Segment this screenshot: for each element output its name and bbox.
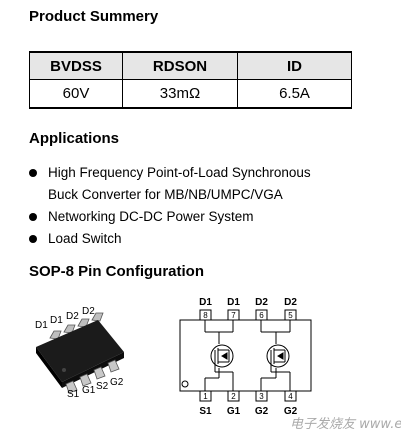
pin-number: 1: [203, 392, 208, 401]
pin-number: 7: [231, 311, 236, 320]
header-rdson: RDSON: [122, 51, 238, 80]
table-row: 60V 33mΩ 6.5A: [29, 79, 352, 109]
package-label: D1: [35, 320, 48, 331]
pin-labels: D1 D1 D2 D2 S1 G1 G2 G2: [199, 297, 298, 417]
package-label: S1: [67, 389, 80, 400]
pin-label: D2: [284, 297, 297, 308]
pin-label: G2: [255, 406, 269, 417]
watermark: 电子发烧友 www.elecfans.com: [290, 417, 401, 432]
package-label: D1: [50, 315, 63, 326]
pin-number: 8: [203, 311, 208, 320]
pin-number: 3: [259, 392, 264, 401]
package-label: D2: [66, 311, 79, 322]
package-label: G2: [110, 377, 124, 388]
pin-numbers: 8 7 6 5 1 2 3 4: [203, 311, 293, 401]
applications-title: Applications: [29, 130, 120, 147]
package-bottom-labels: S1 G1 S2 G2: [67, 377, 124, 400]
package-label: G1: [82, 385, 96, 396]
bullet-icon: [29, 235, 37, 243]
package-label: S2: [96, 381, 109, 392]
value-rdson: 33mΩ: [122, 79, 238, 109]
pin-number: 5: [288, 311, 293, 320]
list-item: Networking DC-DC Power System: [29, 206, 311, 228]
header-bvdss: BVDSS: [29, 51, 123, 80]
pin-number: 2: [231, 392, 236, 401]
bullet-icon: [29, 213, 37, 221]
list-item: Load Switch: [29, 228, 311, 250]
pin-label: D1: [199, 297, 212, 308]
applications-list: High Frequency Point-of-Load Synchronous…: [29, 162, 311, 250]
value-id: 6.5A: [237, 79, 352, 109]
table-header-row: BVDSS RDSON ID: [29, 51, 352, 80]
pin-label: G1: [227, 406, 241, 417]
pin-number: 6: [259, 311, 264, 320]
pin-label: G2: [284, 406, 298, 417]
summary-table: BVDSS RDSON ID 60V 33mΩ 6.5A: [29, 51, 352, 109]
list-item: Buck Converter for MB/NB/UMPC/VGA: [48, 187, 283, 202]
sop8-package-icon: [36, 312, 124, 394]
pin-config-title: SOP-8 Pin Configuration: [29, 263, 204, 280]
pin-number: 4: [288, 392, 293, 401]
pin-label: S1: [199, 406, 212, 417]
pin-schematic: [179, 309, 312, 402]
value-bvdss: 60V: [29, 79, 123, 109]
pin-label: D2: [255, 297, 268, 308]
summary-title: Product Summery: [29, 8, 159, 25]
bullet-icon: [29, 169, 37, 177]
list-item: High Frequency Point-of-Load Synchronous: [29, 162, 311, 184]
header-id: ID: [237, 51, 352, 80]
pin-label: D1: [227, 297, 240, 308]
package-label: D2: [82, 306, 95, 317]
package-top-labels: D1 D1 D2 D2: [35, 306, 95, 331]
